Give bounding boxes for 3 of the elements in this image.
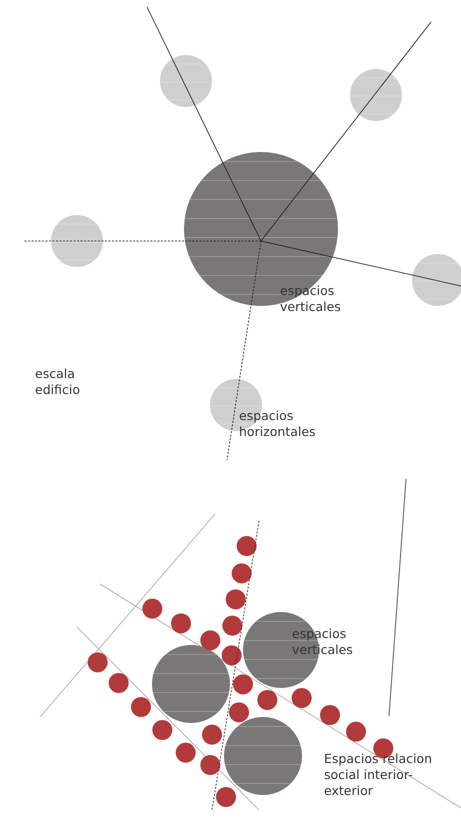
annotation-text: escala edificio xyxy=(35,366,81,398)
annotation-text: Espacios relacion social interior-exterior xyxy=(324,751,434,799)
annotation-text: espacios horizontales xyxy=(239,408,317,440)
